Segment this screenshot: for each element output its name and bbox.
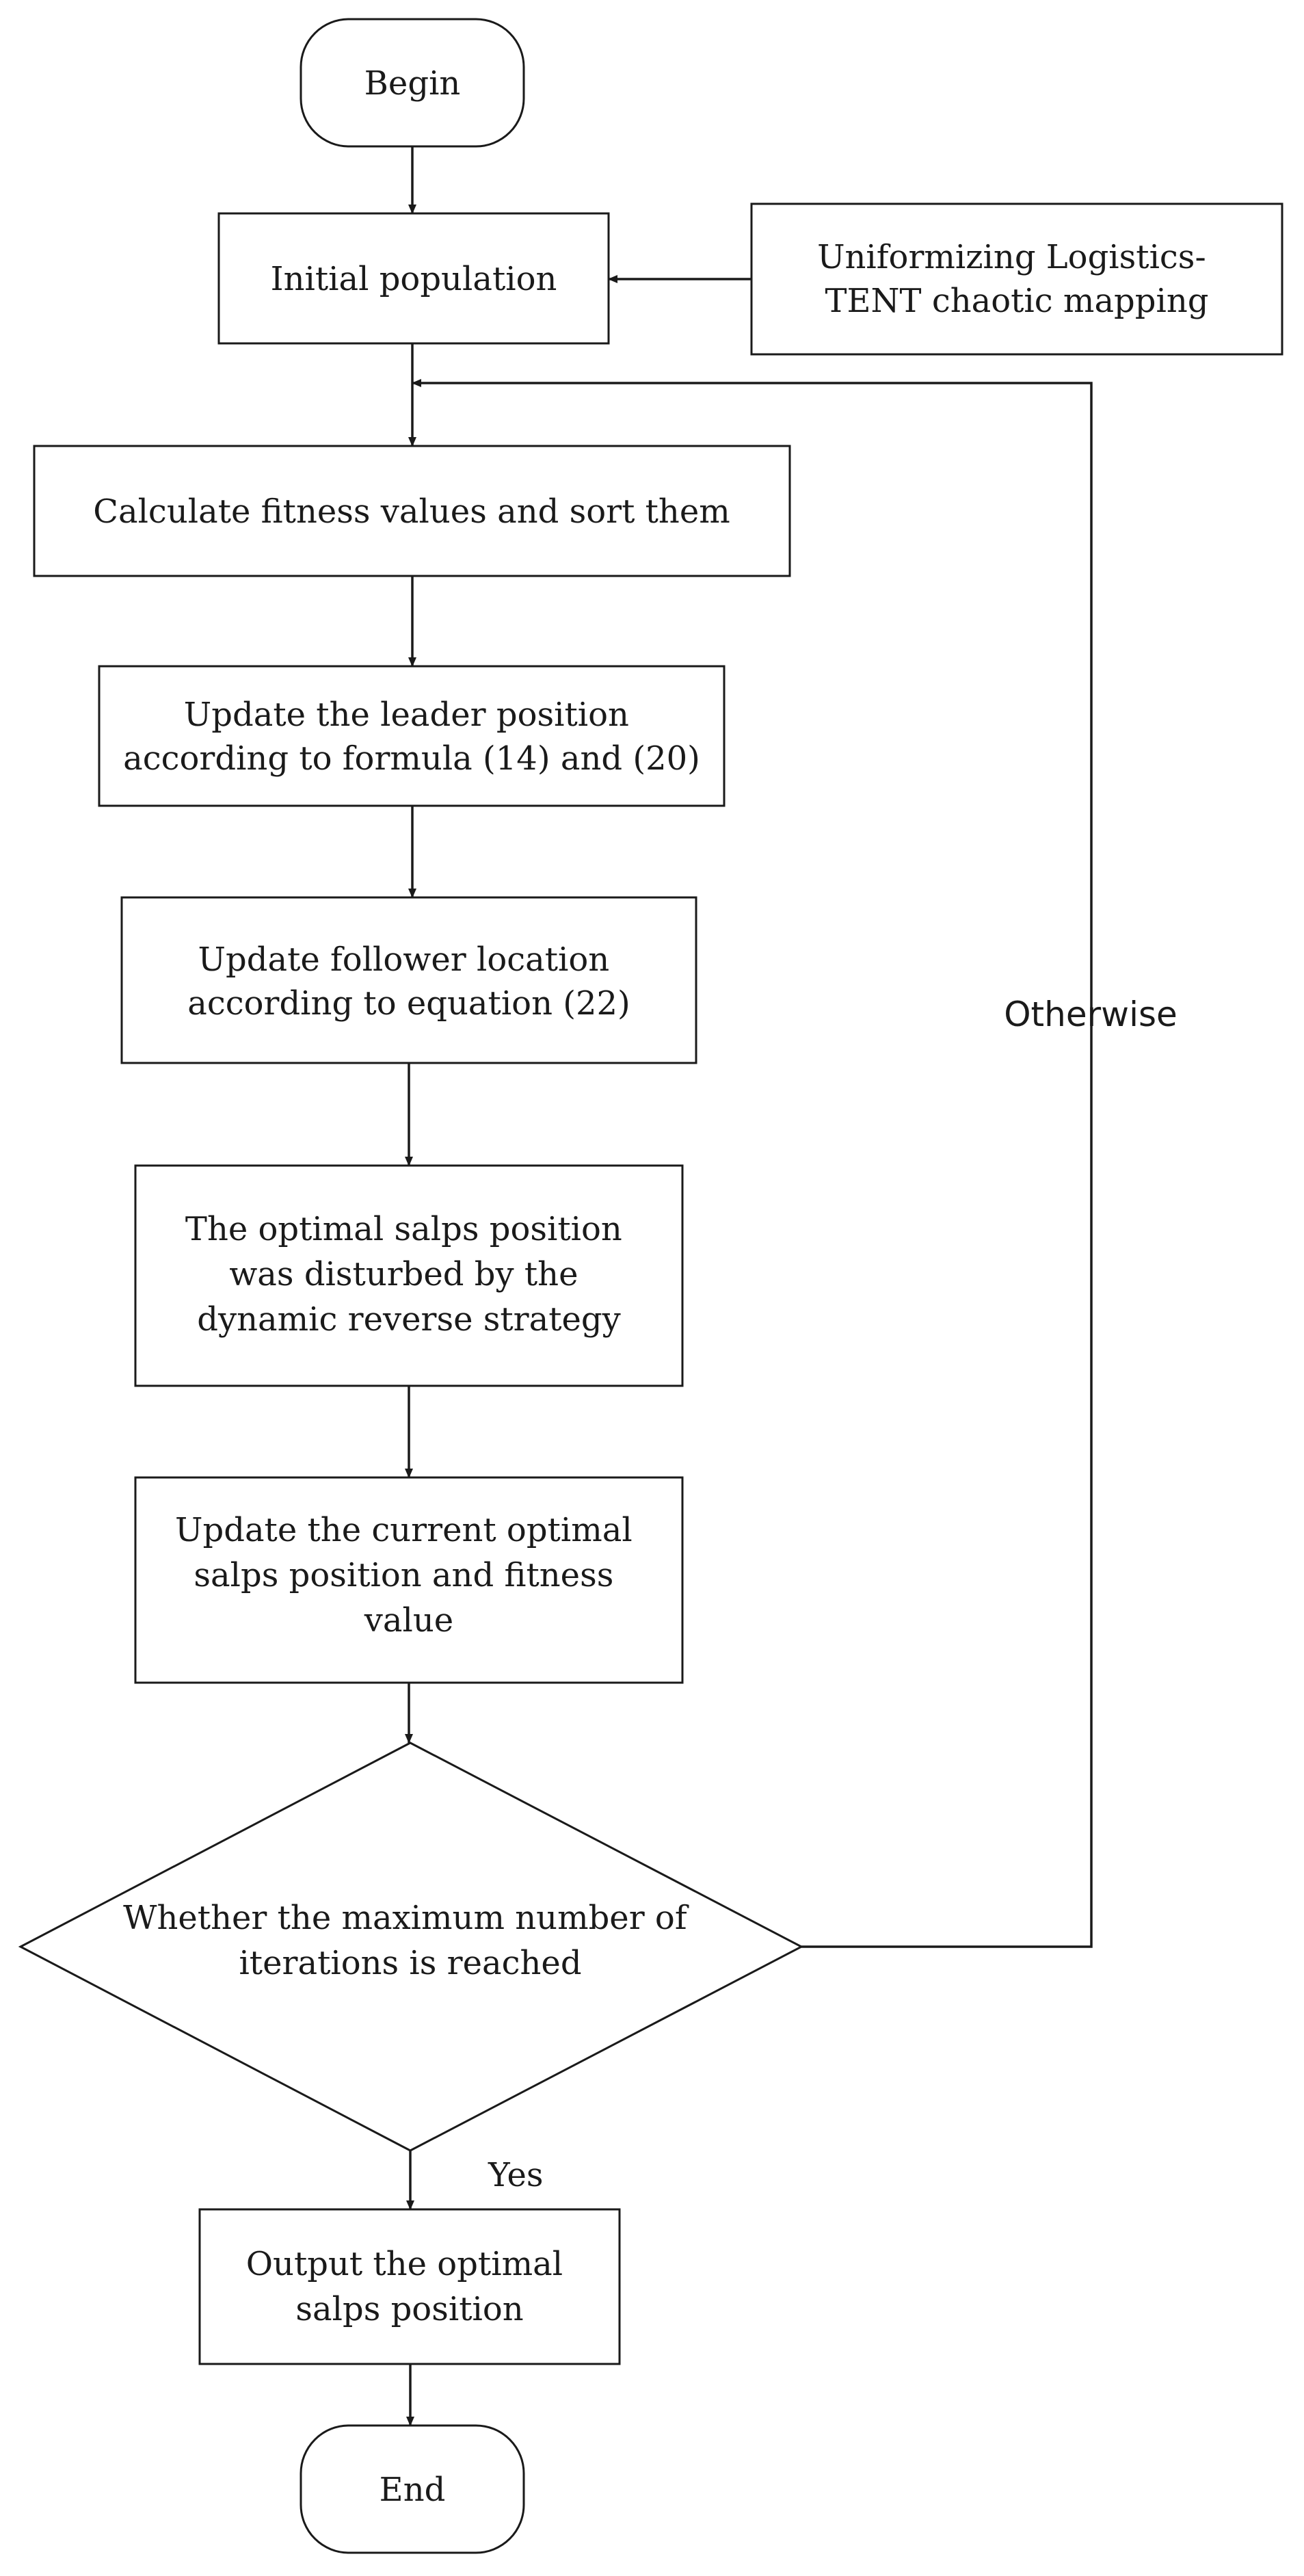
chaotic-mapping-box [750, 202, 1283, 356]
output-label: Output the optimal salps position [246, 2245, 574, 2328]
update-current-label: Update the current optimal salps positio… [175, 1511, 643, 1640]
begin-label: Begin [364, 64, 461, 103]
chaotic-mapping-label: Uniformizing Logistics- TENT chaotic map… [817, 238, 1216, 320]
initial-population-box [217, 212, 610, 345]
disturb-strategy-label: The optimal salps position was disturbed… [185, 1210, 633, 1339]
connectors [405, 146, 1093, 2426]
arrow-otherwise-loop [412, 379, 1093, 1948]
calculate-fitness-label: Calculate fitness values and sort them [93, 492, 730, 531]
update-follower-label: Update follower location according to eq… [187, 941, 630, 1023]
update-leader-box [98, 665, 726, 807]
disturb-strategy-box [134, 1164, 684, 1387]
update-follower-box [120, 896, 697, 1064]
update-leader-label: Update the leader position according to … [123, 696, 700, 778]
output-box [198, 2208, 621, 2365]
yes-label: Yes [488, 2156, 544, 2194]
end-label: End [380, 2471, 446, 2509]
update-current-box [134, 1476, 684, 1684]
otherwise-label: Otherwise [1004, 995, 1177, 1034]
initial-population-label: Initial population [271, 260, 557, 298]
decision-label: Whether the maximum number of iterations… [123, 1899, 697, 1982]
